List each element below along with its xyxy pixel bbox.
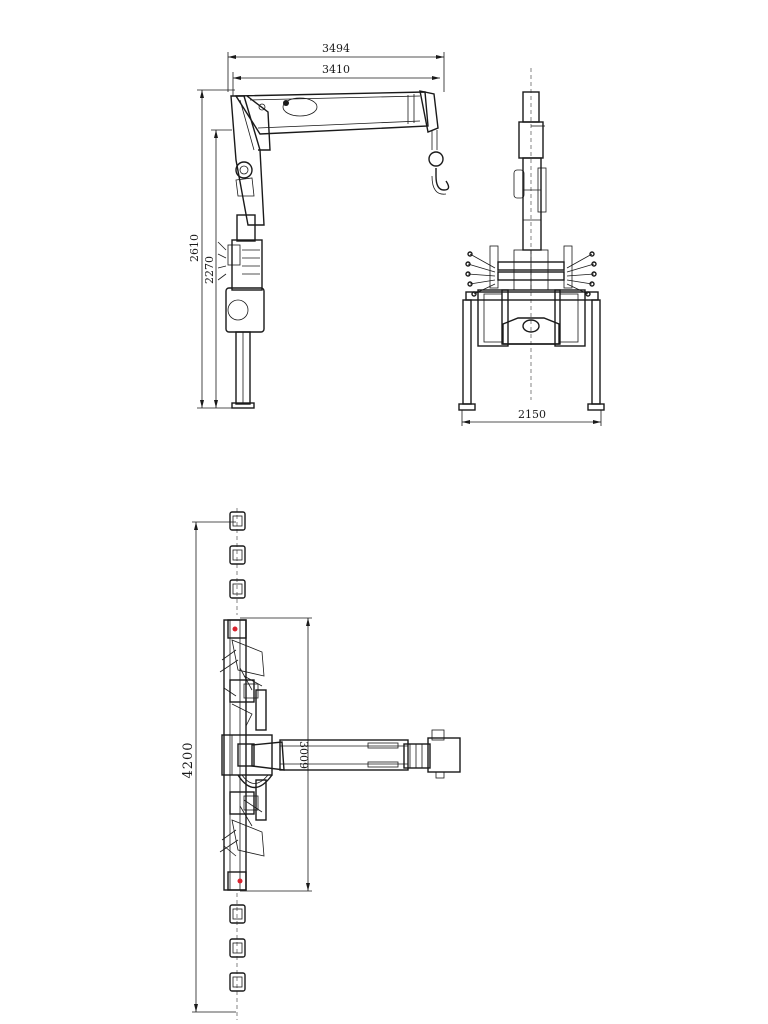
top-valve-cluster-upper [219,639,267,731]
front-levers-right [563,245,597,297]
side-view: 3494 3410 2610 2270 [188,42,450,409]
dimension-3494: 3494 [227,42,445,92]
dimension-4200: 4200 [181,521,236,1013]
front-levers-left [465,245,499,297]
hook-icon [428,130,450,195]
front-boom [513,91,547,251]
dimension-label-3494: 3494 [322,42,350,55]
front-base [465,289,599,347]
front-outrigger-legs [458,299,605,411]
dimension-2150: 2150 [461,408,602,426]
dimension-3009: 3009 [240,617,312,892]
outrigger-pads-top [229,508,246,615]
outrigger-pads-bottom [229,893,246,1020]
crane-boom [234,90,439,135]
top-view: 4200 3009 [181,508,461,1020]
control-levers [217,241,227,281]
top-boom [279,729,461,779]
top-turret [221,734,285,789]
dimension-3410: 3410 [232,63,440,96]
dimension-2610: 2610 [188,89,240,409]
dimension-label-2270: 2270 [203,256,216,284]
dimension-label-2610: 2610 [188,234,201,262]
top-valve-cluster-lower [219,779,267,857]
dimension-label-3009: 3009 [297,741,310,769]
dimension-2270: 2270 [203,129,232,408]
marker-bottom [237,878,243,884]
dimension-label-2150: 2150 [518,408,546,421]
top-base-frame [223,619,247,891]
dimension-label-3410: 3410 [322,63,350,76]
front-view: 2150 [458,68,605,426]
dimension-label-4200: 4200 [181,741,196,778]
marker-top [232,626,238,632]
front-valve-bank [497,249,565,291]
crane-column [225,95,271,409]
